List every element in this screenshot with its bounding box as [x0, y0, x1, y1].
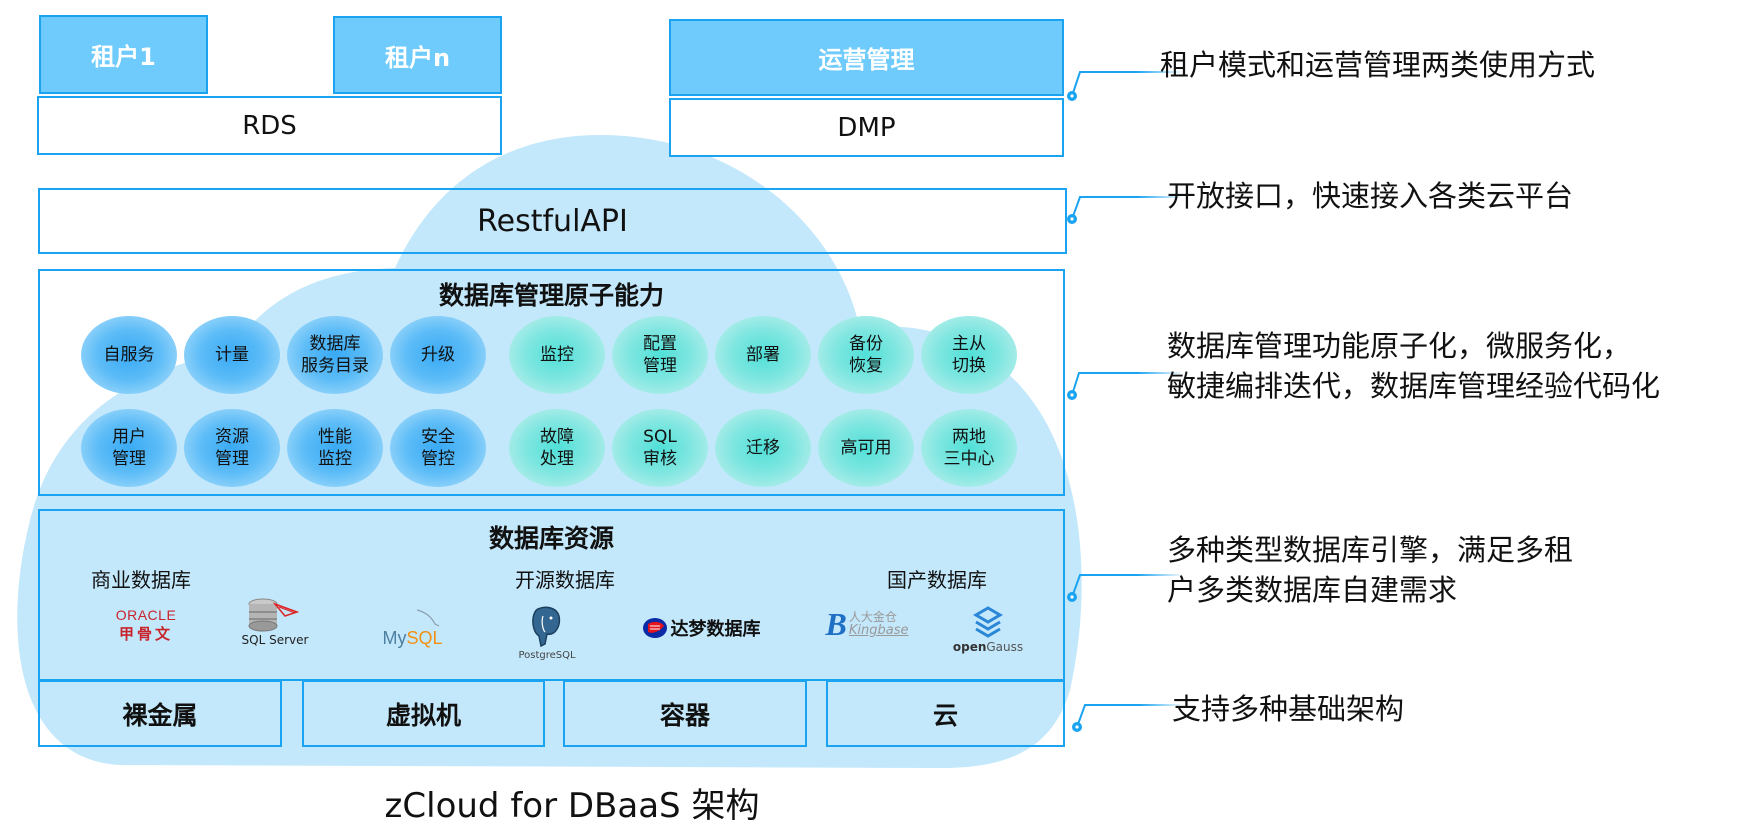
oracle-logo: ORACLE 甲骨文: [104, 606, 188, 644]
capability-bubble: 安全 管控: [390, 409, 486, 487]
dmp-label: DMP: [837, 112, 896, 143]
capability-label: 安全 管控: [421, 427, 455, 469]
rds-box: RDS: [37, 96, 502, 155]
kingbase-logo-cn: 人大金仓: [848, 610, 897, 624]
capability-label: 性能 监控: [318, 427, 352, 469]
capability-bubble: 故障 处理: [509, 409, 605, 487]
annotation-atomic: 数据库管理功能原子化，微服务化， 敏捷编排迭代，数据库管理经验代码化: [1167, 329, 1661, 403]
postgresql-elephant-icon: [532, 606, 561, 647]
capability-label: 迁移: [746, 438, 780, 458]
tenant-n-label: 租户n: [384, 43, 451, 72]
capability-label: 自服务: [103, 345, 155, 365]
capability-bubble: 用户 管理: [81, 409, 177, 487]
capability-label: 高可用: [840, 438, 892, 458]
category-domestic: 国产数据库: [887, 568, 987, 592]
capability-label: 主从 切换: [952, 334, 986, 376]
capability-bubble: 自服务: [81, 316, 177, 394]
database-resources-title: 数据库资源: [488, 524, 614, 553]
connector-lines: [1067, 71, 1180, 732]
capability-label: 用户 管理: [112, 427, 146, 469]
opengauss-logo-gauss: Gauss: [986, 640, 1024, 654]
restful-api-box: RestfulAPI: [38, 188, 1067, 254]
capability-bubble: 备份 恢复: [818, 316, 914, 394]
oracle-logo-cn: 甲骨文: [118, 624, 173, 643]
capability-bubble: SQL 审核: [612, 409, 708, 487]
capability-bubble: 数据库 服务目录: [287, 316, 383, 394]
capability-bubble: 监控: [509, 316, 605, 394]
tenant-1-box: 租户1: [39, 15, 208, 94]
tenant-n-box: 租户n: [333, 16, 502, 94]
capability-bubble: 性能 监控: [287, 409, 383, 487]
kingbase-logo: B 人大金仓 Kingbase: [817, 606, 917, 642]
capability-bubble: 主从 切换: [921, 316, 1017, 394]
infra-container: 容器: [563, 680, 807, 747]
capability-label: 监控: [540, 345, 574, 365]
capability-label: 计量: [215, 345, 249, 365]
mysql-logo: MySQL: [375, 604, 450, 652]
kingbase-b-icon: B: [825, 606, 847, 642]
capability-bubble: 高可用: [818, 409, 914, 487]
sqlserver-logo: SQL Server: [240, 596, 310, 648]
ops-management-box: 运营管理: [669, 19, 1064, 96]
sqlserver-logo-text: SQL Server: [241, 632, 309, 647]
capability-label: 升级: [421, 345, 455, 365]
postgresql-logo: PostgreSQL: [514, 602, 580, 664]
infra-bare-metal-label: 裸金属: [122, 700, 198, 730]
infra-container-label: 容器: [659, 700, 710, 730]
infra-cloud-label: 云: [932, 700, 958, 730]
capability-label: SQL 审核: [643, 427, 677, 469]
mysql-logo-my: My: [382, 628, 407, 648]
rds-label: RDS: [242, 110, 297, 141]
opengauss-layers-icon: [973, 606, 1003, 638]
infra-cloud: 云: [826, 680, 1065, 747]
atomic-capabilities-box: 数据库管理原子能力: [38, 269, 1065, 496]
annotation-infra: 支持多种基础架构: [1172, 692, 1405, 726]
ops-management-label: 运营管理: [818, 46, 915, 74]
opengauss-logo: openGauss: [948, 601, 1028, 659]
capability-bubble: 配置 管理: [612, 316, 708, 394]
connector-1: [1067, 71, 1180, 101]
annotation-open-api: 开放接口，快速接入各类云平台: [1167, 179, 1574, 213]
capability-bubble: 迁移: [715, 409, 811, 487]
capability-label: 故障 处理: [540, 427, 574, 469]
capability-label: 两地 三中心: [943, 427, 995, 469]
capability-bubble: 两地 三中心: [921, 409, 1017, 487]
oracle-logo-text: ORACLE: [115, 606, 177, 623]
dameng-emblem-icon: [642, 618, 667, 638]
capability-bubble: 部署: [715, 316, 811, 394]
annotation-db-engines: 多种类型数据库引擎，满足多租 户多类数据库自建需求: [1167, 533, 1574, 607]
database-resources-box: 数据库资源: [38, 509, 1065, 681]
connector-4: [1067, 574, 1180, 602]
connector-3: [1067, 372, 1180, 400]
connector-2: [1067, 196, 1180, 224]
opengauss-logo-open: open: [952, 640, 987, 654]
capability-label: 备份 恢复: [849, 334, 883, 376]
dameng-logo: 达梦数据库: [636, 614, 766, 642]
infra-vm: 虚拟机: [302, 680, 545, 747]
capability-label: 部署: [746, 345, 780, 365]
infra-vm-label: 虚拟机: [385, 700, 461, 730]
dmp-box: DMP: [669, 98, 1064, 157]
diagram-title: zCloud for DBaaS 架构: [384, 786, 760, 826]
capability-bubble: 资源 管理: [184, 409, 280, 487]
tenant-1-label: 租户1: [91, 43, 156, 71]
infra-bare-metal: 裸金属: [38, 680, 282, 747]
category-commercial: 商业数据库: [91, 568, 191, 592]
mysql-dolphin-icon: [416, 609, 439, 627]
category-open-source: 开源数据库: [515, 568, 615, 592]
capability-label: 数据库 服务目录: [301, 334, 369, 376]
capability-label: 配置 管理: [643, 334, 677, 376]
capability-bubble: 计量: [184, 316, 280, 394]
postgresql-logo-text: PostgreSQL: [518, 649, 576, 661]
capability-label: 资源 管理: [215, 427, 249, 469]
capability-bubble: 升级: [390, 316, 486, 394]
restful-api-label: RestfulAPI: [477, 203, 628, 239]
atomic-capabilities-title: 数据库管理原子能力: [438, 281, 664, 310]
dameng-logo-text: 达梦数据库: [670, 619, 761, 640]
annotation-tenant-ops: 租户模式和运营管理两类使用方式: [1160, 48, 1596, 82]
mysql-logo-sql: SQL: [406, 628, 443, 648]
sqlserver-db-icon: [248, 598, 300, 631]
connector-5: [1072, 704, 1180, 732]
kingbase-logo-en: Kingbase: [848, 623, 909, 638]
